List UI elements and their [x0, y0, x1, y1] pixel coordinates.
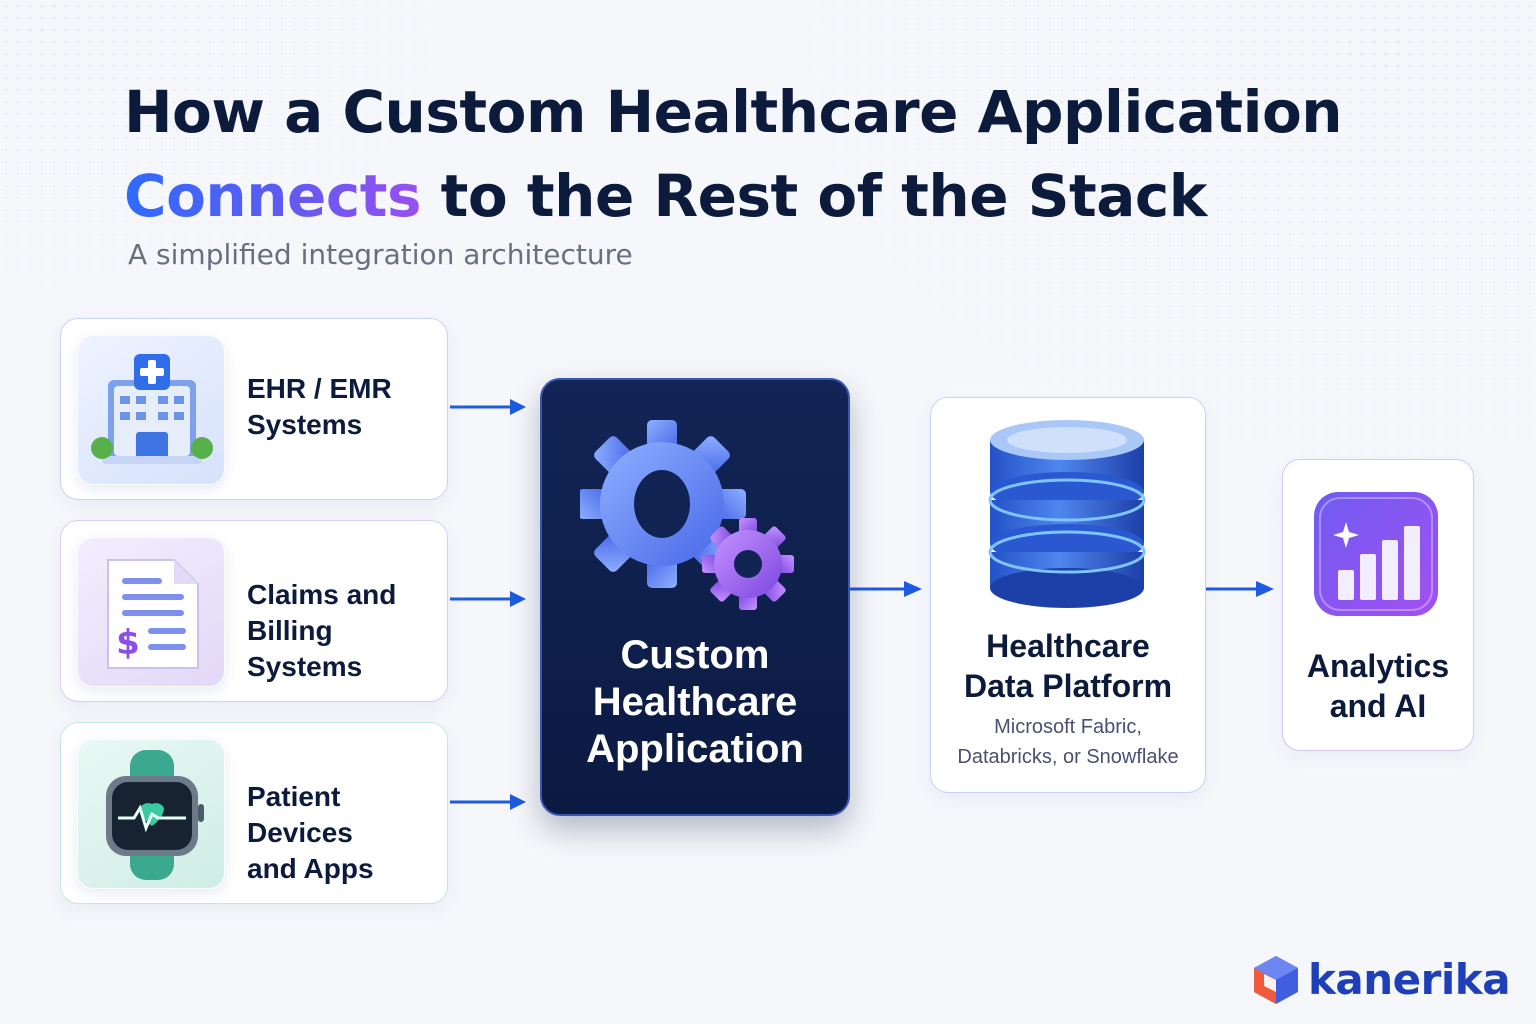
- source-label-ehr: EHR / EMR Systems: [247, 373, 392, 440]
- arrow-ehr-to-core: [450, 399, 526, 415]
- source-label-claims: Claims and Billing Systems: [247, 579, 397, 682]
- hospital-icon: [91, 354, 213, 464]
- chart-icon: [1314, 492, 1438, 616]
- database-icon: [988, 420, 1146, 608]
- source-card-claims: $ Claims and Billing Systems: [60, 520, 448, 702]
- tile-claims: $: [77, 537, 225, 687]
- title-line-1: How a Custom Healthcare Application: [124, 78, 1343, 146]
- tile-ehr: [77, 335, 225, 485]
- smartwatch-icon: [106, 750, 204, 880]
- page-title: How a Custom Healthcare Application Conn…: [124, 70, 1343, 238]
- data-platform-subtitle: Microsoft Fabric, Databricks, or Snowfla…: [957, 716, 1179, 768]
- kanerika-logo-icon: [1254, 956, 1298, 1004]
- page-subtitle: A simplified integration architecture: [128, 238, 633, 271]
- arrow-devices-to-core: [450, 794, 526, 810]
- brand-name: kanerika: [1308, 955, 1511, 1004]
- arrow-core-to-platform: [850, 581, 922, 597]
- data-platform-label: Healthcare Data Platform: [963, 628, 1173, 704]
- arrow-claims-to-core: [450, 591, 526, 607]
- source-label-devices: Patient Devices and Apps: [247, 781, 374, 884]
- billing-document-icon: $: [107, 559, 199, 669]
- analytics-label: Analytics and AI: [1306, 648, 1450, 724]
- gears-icon: [580, 420, 794, 610]
- tile-devices: [77, 739, 225, 889]
- svg-text:$: $: [116, 623, 140, 663]
- source-card-ehr: EHR / EMR Systems: [60, 318, 448, 500]
- title-accent-word: Connects: [124, 162, 421, 230]
- title-line-2-rest: to the Rest of the Stack: [420, 162, 1208, 230]
- arrow-platform-to-analytics: [1206, 581, 1274, 597]
- core-application-label: Custom Healthcare Application: [586, 633, 804, 771]
- source-card-devices: Patient Devices and Apps: [60, 722, 448, 904]
